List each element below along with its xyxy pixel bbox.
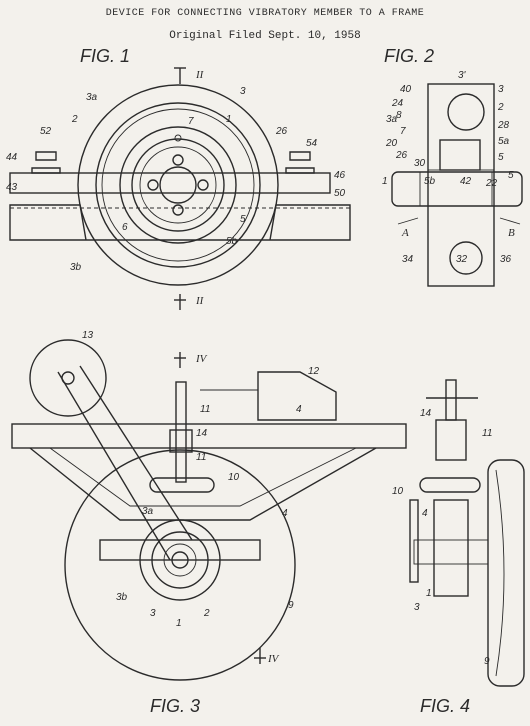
fig1-label: 26 (275, 126, 288, 137)
fig2-label: 5a (498, 136, 510, 147)
fig3-section-top: IV (195, 353, 208, 365)
fig2-label: 26 (395, 150, 408, 161)
fig2-section-a: A (401, 227, 409, 239)
fig2-label: 8 (396, 110, 402, 121)
fig3-label: 3a (142, 506, 154, 517)
fig3-label: 3 (150, 608, 156, 619)
fig3-label: 11 (196, 452, 206, 463)
fig4-label: 4 (422, 508, 428, 519)
fig2-label: 36 (500, 254, 512, 265)
fig2-label: 28 (497, 120, 510, 131)
fig3-label: 11 (200, 404, 210, 415)
fig4-label: 11 (482, 428, 492, 439)
figure-3: IV (11, 330, 407, 716)
drawing-subtitle: Original Filed Sept. 10, 1958 (169, 30, 361, 42)
fig1-label: 5 (240, 214, 246, 225)
fig3-label: 12 (308, 366, 320, 377)
fig2-label: 5 (508, 170, 514, 181)
fig1-label: 46 (334, 170, 346, 181)
fig2-label: 5b (424, 176, 436, 187)
fig1-label: 6 (122, 222, 128, 233)
fig3-label: 4 (282, 508, 288, 519)
fig3-section-bottom: IV (267, 653, 280, 665)
fig1-label: 3 (240, 86, 246, 97)
fig4-label: 9 (484, 656, 490, 667)
fig1-label: 3b (70, 262, 82, 273)
fig3-label: 4 (296, 404, 302, 415)
fig4-label: 3 (414, 602, 420, 613)
fig2-label: 34 (402, 254, 414, 265)
fig3-label: 2 (203, 608, 210, 619)
fig2-label: 20 (385, 138, 398, 149)
drawing-title: DEVICE FOR CONNECTING VIBRATORY MEMBER T… (105, 8, 425, 19)
fig1-label: 2 (71, 114, 78, 125)
fig2-label: 24 (391, 98, 404, 109)
fig1-section-top: II (195, 69, 205, 81)
fig1-title: FIG. 1 (80, 46, 130, 66)
fig3-label: 14 (196, 428, 208, 439)
fig2-title: FIG. 2 (384, 46, 434, 66)
fig4-label: 10 (392, 486, 404, 497)
fig2-label: 7 (400, 126, 406, 137)
figure-1: II II FIG. 1 (6, 46, 351, 310)
fig4-title: FIG. 4 (420, 696, 470, 716)
fig2-label: 3a (386, 114, 398, 125)
fig1-label: 5b (226, 236, 238, 247)
fig1-label: 54 (306, 138, 318, 149)
fig2-label: 42 (460, 176, 472, 187)
fig1-label: 1 (226, 114, 232, 125)
figure-4: FIG. 4 14 11 10 4 1 3 9 (392, 379, 525, 716)
fig4-label: 1 (426, 588, 432, 599)
fig3-label: 10 (228, 472, 240, 483)
fig3-label: 13 (82, 330, 94, 341)
fig3-label: 3b (116, 592, 128, 603)
fig1-label: 52 (40, 126, 52, 137)
fig1-label: 3a (86, 92, 98, 103)
fig1-label: 44 (6, 152, 18, 163)
fig2-label: 22 (485, 178, 498, 189)
fig2-label: 3' (458, 70, 467, 81)
fig2-label: 5 (498, 152, 504, 163)
fig3-label: 1 (176, 618, 182, 629)
fig1-section-bottom: II (195, 295, 205, 307)
fig2-section-b: B (508, 227, 515, 239)
fig2-label: 1 (382, 176, 388, 187)
fig2-label: 30 (414, 158, 426, 169)
fig1-label: 7 (188, 116, 194, 127)
fig4-label: 14 (420, 408, 432, 419)
fig2-label: 40 (400, 84, 412, 95)
fig3-title: FIG. 3 (150, 696, 200, 716)
figure-2: FIG. 2 A B 3' 40 3 24 2 3a 28 8 7 5a (382, 46, 523, 287)
fig2-label: 32 (456, 254, 468, 265)
fig1-label: 43 (6, 182, 18, 193)
fig3-label: 9 (288, 600, 294, 611)
fig1-label: 50 (334, 188, 346, 199)
fig2-label: 2 (497, 102, 504, 113)
fig2-label: 3 (498, 84, 504, 95)
